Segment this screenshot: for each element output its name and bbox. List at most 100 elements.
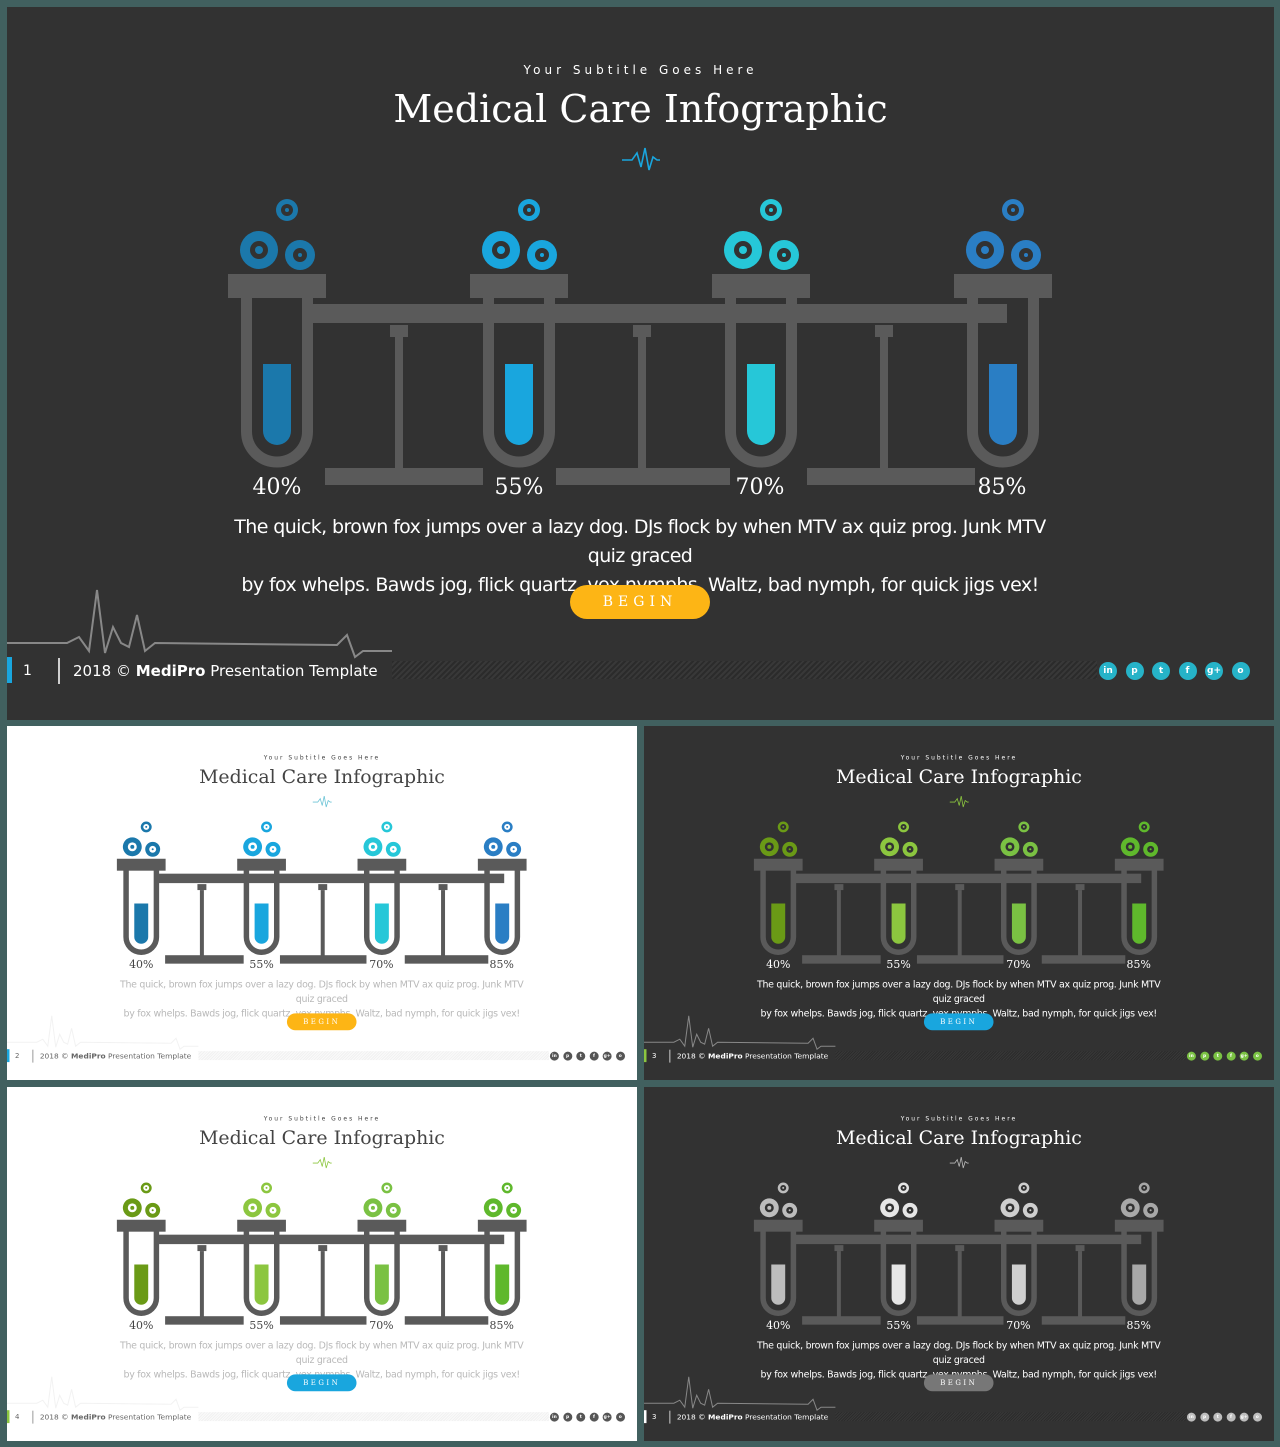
pinterest-icon[interactable]: p: [1200, 1051, 1210, 1061]
bubble-dot: [887, 844, 892, 849]
rack-base: [802, 1316, 881, 1325]
begin-button[interactable]: BEGIN: [286, 1374, 357, 1392]
bubble-dot: [739, 246, 747, 254]
header-pulse-icon: [312, 796, 332, 808]
instagram-icon[interactable]: o: [1252, 1412, 1262, 1422]
twitter-icon[interactable]: t: [1213, 1412, 1223, 1422]
instagram-icon[interactable]: o: [1252, 1051, 1262, 1061]
google-plus-icon[interactable]: g+: [1239, 1412, 1249, 1422]
rack-base: [802, 955, 881, 964]
rack-base: [279, 1316, 367, 1325]
facebook-icon[interactable]: f: [1226, 1051, 1236, 1061]
body-line: The quick, brown fox jumps over a lazy d…: [120, 1340, 524, 1366]
instagram-icon[interactable]: o: [615, 1412, 625, 1422]
bubble-dot: [1007, 844, 1012, 849]
bubble-dot: [1149, 848, 1152, 851]
bubble-dot: [145, 1186, 148, 1189]
pinterest-icon[interactable]: p: [563, 1412, 573, 1422]
footer-template-text: Presentation Template: [210, 662, 378, 680]
footer-brand: MediPro: [708, 1412, 743, 1422]
slide-main[interactable]: Your Subtitle Goes Here Medical Care Inf…: [7, 7, 1274, 720]
google-plus-icon[interactable]: g+: [602, 1412, 612, 1422]
tube-liquid: [989, 364, 1017, 445]
rack-base: [165, 1316, 244, 1325]
bubble-dot: [385, 1186, 388, 1189]
rack-base: [404, 1316, 489, 1325]
slide-title: Medical Care Infographic: [836, 765, 1082, 788]
footer-template-text: Presentation Template: [108, 1412, 192, 1422]
begin-button[interactable]: BEGIN: [570, 585, 710, 619]
google-plus-icon[interactable]: g+: [602, 1051, 612, 1061]
tube-liquid: [1011, 903, 1026, 944]
linkedin-icon[interactable]: in: [1099, 662, 1117, 680]
begin-button[interactable]: BEGIN: [286, 1013, 357, 1031]
rack-leg-joint: [633, 325, 651, 337]
twitter-icon[interactable]: t: [1213, 1051, 1223, 1061]
linkedin-icon[interactable]: in: [1186, 1412, 1196, 1422]
slide-thumb-dark-gray[interactable]: Your Subtitle Goes Here Medical Care Inf…: [644, 1087, 1274, 1441]
twitter-icon[interactable]: t: [1152, 662, 1170, 680]
pinterest-icon[interactable]: p: [1200, 1412, 1210, 1422]
facebook-icon[interactable]: f: [1178, 662, 1197, 680]
rack-leg: [880, 337, 888, 470]
rack-top-bar: [793, 873, 1142, 884]
bubble-dot: [1143, 1186, 1146, 1189]
footer-stripe: [835, 1412, 1186, 1422]
bubble-dot: [902, 825, 905, 828]
facebook-icon[interactable]: f: [589, 1412, 599, 1422]
footer-stripe: [835, 1051, 1186, 1061]
twitter-icon[interactable]: t: [576, 1051, 586, 1061]
instagram-icon[interactable]: o: [615, 1051, 625, 1061]
bubble-dot: [298, 253, 302, 257]
footer-year: 2018 ©: [73, 662, 131, 680]
test-tube-cap: [237, 858, 286, 871]
bubble-dot: [527, 208, 531, 212]
rack-leg-joint: [390, 325, 408, 337]
percentage-label: 55%: [494, 475, 544, 500]
bubble-dot: [250, 1205, 255, 1210]
google-plus-icon[interactable]: g+: [1239, 1051, 1249, 1061]
bubble-dot: [1029, 1209, 1032, 1212]
percentage-label: 55%: [249, 958, 274, 972]
bubble-dot: [130, 844, 135, 849]
facebook-icon[interactable]: f: [589, 1051, 599, 1061]
bubble-dot: [1143, 825, 1146, 828]
instagram-icon[interactable]: o: [1231, 662, 1250, 680]
slide-thumb-dark-green[interactable]: Your Subtitle Goes Here Medical Care Inf…: [644, 726, 1274, 1080]
begin-button[interactable]: BEGIN: [923, 1374, 994, 1392]
pinterest-icon[interactable]: p: [1125, 662, 1144, 680]
footer-stripe: [198, 1051, 549, 1061]
slide-title: Medical Care Infographic: [199, 1126, 445, 1149]
pinterest-icon[interactable]: p: [563, 1051, 573, 1061]
bubble-dot: [1149, 1209, 1152, 1212]
twitter-icon[interactable]: t: [576, 1412, 586, 1422]
test-tube-rack: [116, 796, 527, 964]
linkedin-icon[interactable]: in: [1186, 1051, 1196, 1061]
bubble-dot: [788, 1209, 791, 1212]
linkedin-icon[interactable]: in: [549, 1412, 559, 1422]
percentage-label: 70%: [369, 1319, 394, 1333]
header-pulse-icon: [312, 1157, 332, 1169]
rack-leg: [638, 337, 646, 470]
percentage-label: 40%: [766, 958, 791, 972]
tube-liquid: [505, 364, 533, 445]
rack-top-bar: [156, 873, 505, 884]
rack-base: [279, 955, 367, 964]
test-tube-rack: [116, 1157, 527, 1325]
footer-stripe: [392, 661, 1097, 679]
rack-top-bar: [307, 304, 1007, 323]
google-plus-icon[interactable]: g+: [1205, 662, 1223, 680]
slide-thumb-light-blue[interactable]: Your Subtitle Goes Here Medical Care Inf…: [7, 726, 637, 1080]
begin-button[interactable]: BEGIN: [923, 1013, 994, 1031]
bubble-dot: [902, 1186, 905, 1189]
slide-thumb-light-green[interactable]: Your Subtitle Goes Here Medical Care Inf…: [7, 1087, 637, 1441]
linkedin-icon[interactable]: in: [549, 1051, 559, 1061]
tube-liquid: [254, 1264, 269, 1305]
footer-copyright: 2018 © MediPro Presentation Template: [677, 1413, 828, 1422]
test-tube: [484, 1230, 521, 1316]
rack-leg: [836, 1251, 841, 1318]
facebook-icon[interactable]: f: [1226, 1412, 1236, 1422]
heartbeat-line: [7, 589, 392, 659]
rack-base: [1041, 955, 1126, 964]
